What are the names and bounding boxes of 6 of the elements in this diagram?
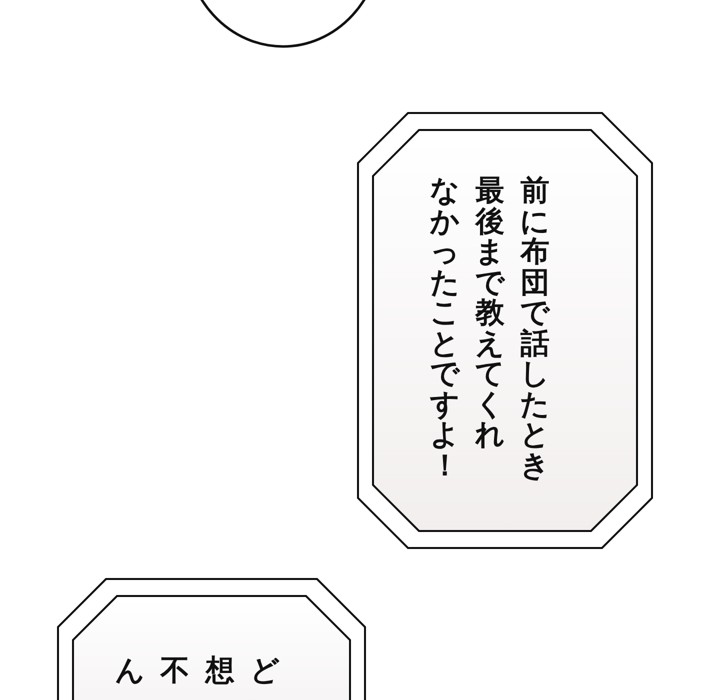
caption-text: ど — [250, 655, 280, 686]
caption-box — [357, 112, 653, 549]
caption-text: 不 — [160, 655, 190, 686]
caption-text: 想 — [205, 655, 235, 686]
caption-text: ん — [115, 655, 145, 686]
caption-text: 前に布団で話したとき最後まで教えてくれなかったことですよ！ — [430, 175, 550, 480]
